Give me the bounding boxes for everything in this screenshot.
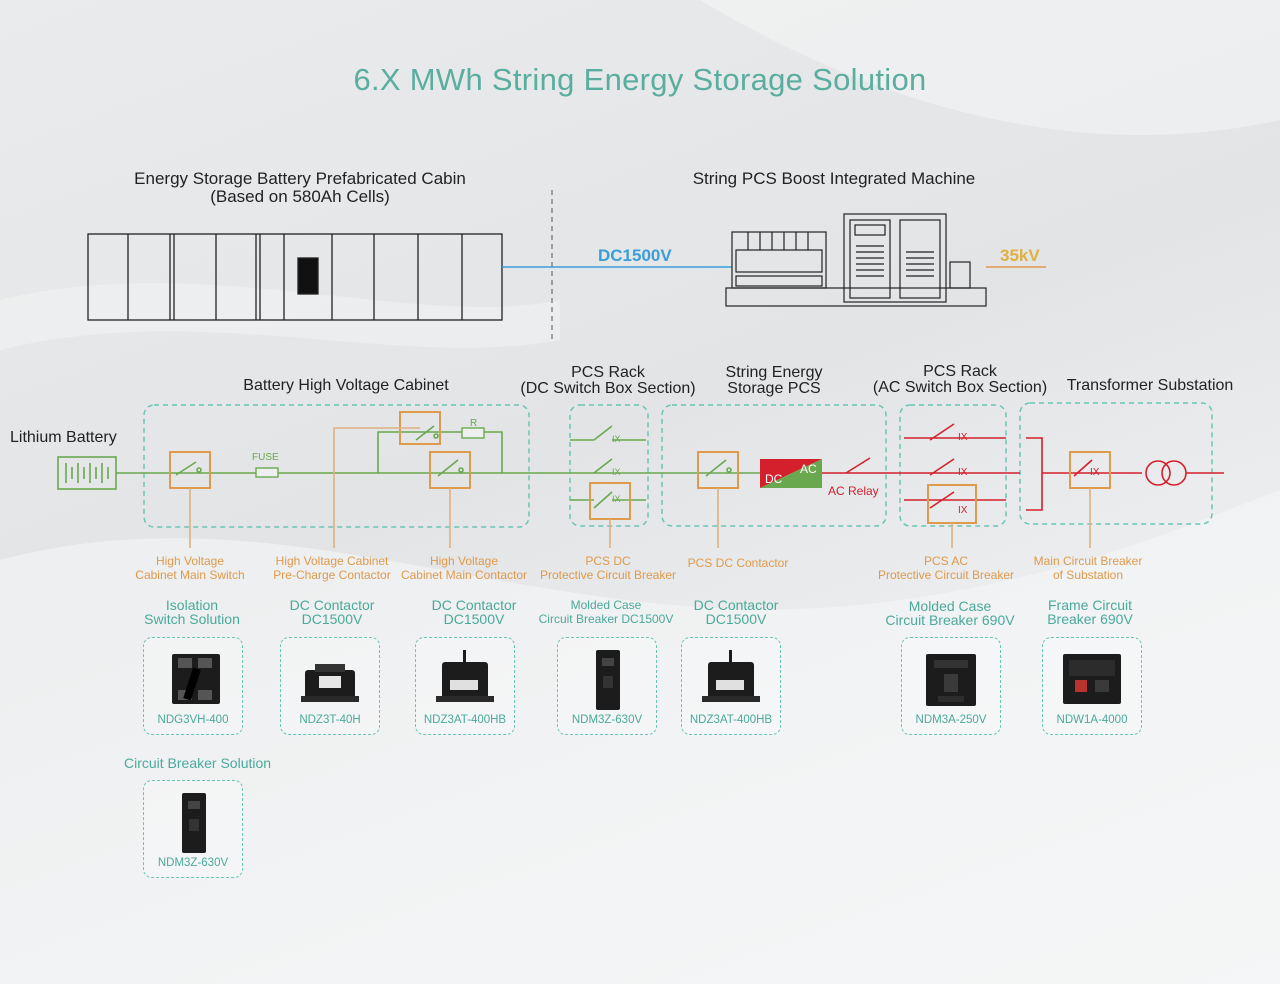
role-label-3b: Cabinet Main Contactor bbox=[400, 568, 528, 582]
product-model: NDZ3AT-400HB bbox=[689, 714, 773, 726]
ix-ac-3: IX bbox=[958, 505, 968, 516]
cabin-title: Energy Storage Battery Prefabricated Cab… bbox=[134, 169, 466, 188]
role-label-4b: Protective Circuit Breaker bbox=[539, 568, 677, 582]
dc-contactor-image bbox=[436, 650, 494, 702]
fuse-label: FUSE bbox=[252, 452, 279, 463]
string-pcs-sublabel: Storage PCS bbox=[727, 380, 821, 397]
solution-label-3b: DC1500V bbox=[443, 611, 505, 627]
ix-ac-1: IX bbox=[958, 432, 968, 443]
role-label-2b: Pre-Charge Contactor bbox=[273, 568, 391, 582]
solution-label-5: DC Contactor bbox=[693, 597, 779, 613]
solution-label-5b: DC1500V bbox=[705, 611, 767, 627]
solution-label-2: DC Contactor bbox=[289, 597, 375, 613]
circuit-breaker-solution-label: Circuit Breaker Solution bbox=[124, 755, 272, 771]
role-label-7b: of Substation bbox=[1052, 568, 1124, 582]
solution-label-7: Frame Circuit bbox=[1047, 597, 1132, 613]
bhvc-label: Battery High Voltage Cabinet bbox=[243, 377, 449, 394]
ix-dc-3: IX bbox=[612, 494, 621, 504]
ix-ac-2: IX bbox=[958, 467, 968, 478]
solution-label-1b: Switch Solution bbox=[144, 611, 240, 627]
solution-label-3: DC Contactor bbox=[431, 597, 517, 613]
isolation-switch-image bbox=[172, 654, 220, 704]
dc-contactor-image bbox=[301, 664, 359, 702]
product-model: NDZ3AT-400HB bbox=[423, 714, 507, 726]
hl-main-switch bbox=[169, 451, 211, 489]
pcs-rack-ac-label: PCS Rack bbox=[923, 363, 997, 380]
solution-label-4: Molded Case bbox=[570, 598, 642, 612]
solution-label-1: Isolation bbox=[165, 597, 219, 613]
solution-label-6b: Circuit Breaker 690V bbox=[885, 612, 1015, 628]
fuse-symbol bbox=[255, 467, 279, 478]
battery-cabin bbox=[87, 233, 503, 321]
ac-voltage-label: 35kV bbox=[1000, 246, 1040, 265]
ac-relay-label: AC Relay bbox=[828, 484, 879, 498]
transformer-label: Transformer Substation bbox=[1066, 377, 1234, 394]
role-label-2: High Voltage Cabinet bbox=[275, 554, 389, 568]
role-label-4: PCS DC bbox=[585, 554, 631, 568]
role-label-1: High Voltage bbox=[155, 554, 225, 568]
battery-symbol bbox=[57, 456, 117, 490]
product-card[interactable]: NDM3Z-630V bbox=[557, 637, 657, 735]
pcs-rack-ac-sublabel: (AC Switch Box Section) bbox=[872, 379, 1048, 396]
solution-label-4b: Circuit Breaker DC1500V bbox=[538, 612, 674, 626]
product-card[interactable]: NDZ3T-40H bbox=[280, 637, 380, 735]
top-illustration bbox=[87, 190, 1046, 340]
hl-main-contactor bbox=[429, 451, 471, 489]
pcs-machine-title: String PCS Boost Integrated Machine bbox=[692, 169, 976, 188]
product-model: NDG3VH-400 bbox=[157, 714, 229, 726]
string-pcs-label: String Energy bbox=[725, 364, 823, 381]
solution-label-7b: Breaker 690V bbox=[1047, 611, 1133, 627]
role-label-7: Main Circuit Breaker bbox=[1033, 554, 1143, 568]
product-model: NDZ3T-40H bbox=[299, 714, 361, 726]
bhvc-box bbox=[143, 404, 530, 528]
solution-label-6: Molded Case bbox=[908, 598, 992, 614]
molded-case-breaker-image bbox=[182, 793, 206, 853]
pcs-boost-machine bbox=[725, 213, 987, 307]
product-card[interactable]: NDZ3AT-400HB bbox=[681, 637, 781, 735]
solution-label-2b: DC1500V bbox=[301, 611, 363, 627]
pcs-rack-dc-sublabel: (DC Switch Box Section) bbox=[520, 380, 696, 397]
role-label-1b: Cabinet Main Switch bbox=[135, 568, 245, 582]
molded-case-breaker-image bbox=[926, 654, 976, 706]
dc-voltage-label: DC1500V bbox=[598, 246, 672, 265]
product-card[interactable]: NDM3Z-630V bbox=[143, 780, 243, 878]
role-label-3: High Voltage bbox=[429, 554, 499, 568]
product-card[interactable]: NDG3VH-400 bbox=[143, 637, 243, 735]
resistor-label: R bbox=[470, 418, 478, 429]
product-model: NDM3Z-630V bbox=[157, 857, 229, 869]
product-model: NDM3Z-630V bbox=[571, 714, 643, 726]
product-card[interactable]: NDW1A-4000 bbox=[1042, 637, 1142, 735]
role-label-6: PCS AC bbox=[923, 554, 968, 568]
frame-breaker-image bbox=[1063, 654, 1121, 704]
pcs-rack-dc-box bbox=[569, 404, 649, 527]
hl-pcs-dc-contactor bbox=[697, 451, 739, 489]
transformer-box bbox=[1019, 402, 1213, 525]
lithium-battery-label: Lithium Battery bbox=[10, 429, 117, 446]
cabin-subtitle: (Based on 580Ah Cells) bbox=[210, 187, 390, 206]
product-card[interactable]: NDZ3AT-400HB bbox=[415, 637, 515, 735]
role-label-6b: Protective Circuit Breaker bbox=[877, 568, 1015, 582]
ix-substation: IX bbox=[1090, 467, 1100, 478]
ac-symbol-label: AC bbox=[800, 462, 817, 476]
pcs-rack-ac-box bbox=[899, 404, 1007, 527]
product-card[interactable]: NDM3A-250V bbox=[901, 637, 1001, 735]
ix-dc-1: IX bbox=[612, 434, 621, 444]
pcs-rack-dc-label: PCS Rack bbox=[571, 364, 645, 381]
dc-contactor-image bbox=[702, 650, 760, 702]
molded-case-breaker-image bbox=[596, 650, 620, 710]
role-label-5: PCS DC Contactor bbox=[687, 556, 789, 570]
product-model: NDM3A-250V bbox=[915, 714, 987, 726]
string-pcs-box bbox=[661, 404, 887, 527]
hl-pcs-dc-breaker bbox=[589, 482, 631, 520]
resistor-symbol bbox=[461, 427, 485, 439]
dc-symbol-label: DC bbox=[765, 472, 783, 486]
page-title: 6.X MWh String Energy Storage Solution bbox=[353, 62, 927, 97]
product-model: NDW1A-4000 bbox=[1056, 714, 1128, 726]
ix-dc-2: IX bbox=[612, 467, 621, 477]
